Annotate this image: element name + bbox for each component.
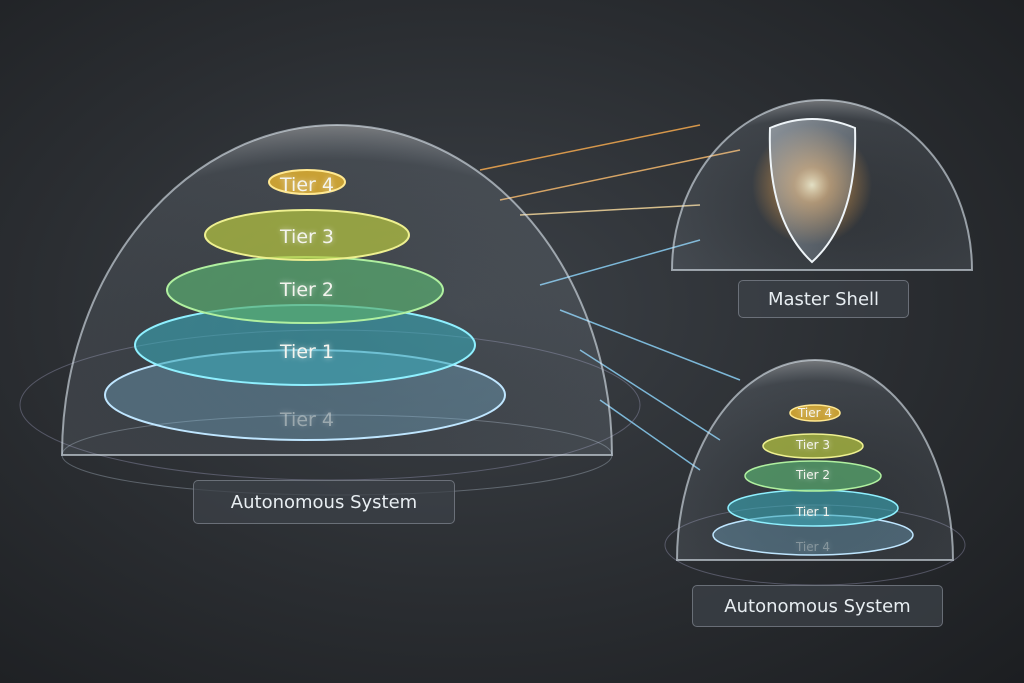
tier3-disc [204,209,410,261]
main-tier4-label: Tier 4 [280,174,334,196]
main-base-tier-label: Tier 4 [280,409,334,431]
secondary-tier2-label: Tier 2 [795,468,831,482]
tier4-disc [268,169,346,195]
main-tier1-label: Tier 1 [280,341,334,363]
secondary-tier3-label: Tier 3 [795,438,831,452]
secondary-tier1-label: Tier 1 [795,505,831,519]
secondary-dome [664,359,966,586]
master-shell-label: Master Shell [738,280,909,318]
main-dome [19,124,641,496]
master-dome [670,99,974,271]
secondary-tier4-label: Tier 4 [797,406,833,420]
shield-icon [768,118,857,264]
secondary-system-label: Autonomous System [692,585,943,627]
main-tier2-label: Tier 2 [280,279,334,301]
main-tier3-label: Tier 3 [280,226,334,248]
secondary-base-tier-label: Tier 4 [795,540,831,554]
main-system-label: Autonomous System [193,480,455,524]
